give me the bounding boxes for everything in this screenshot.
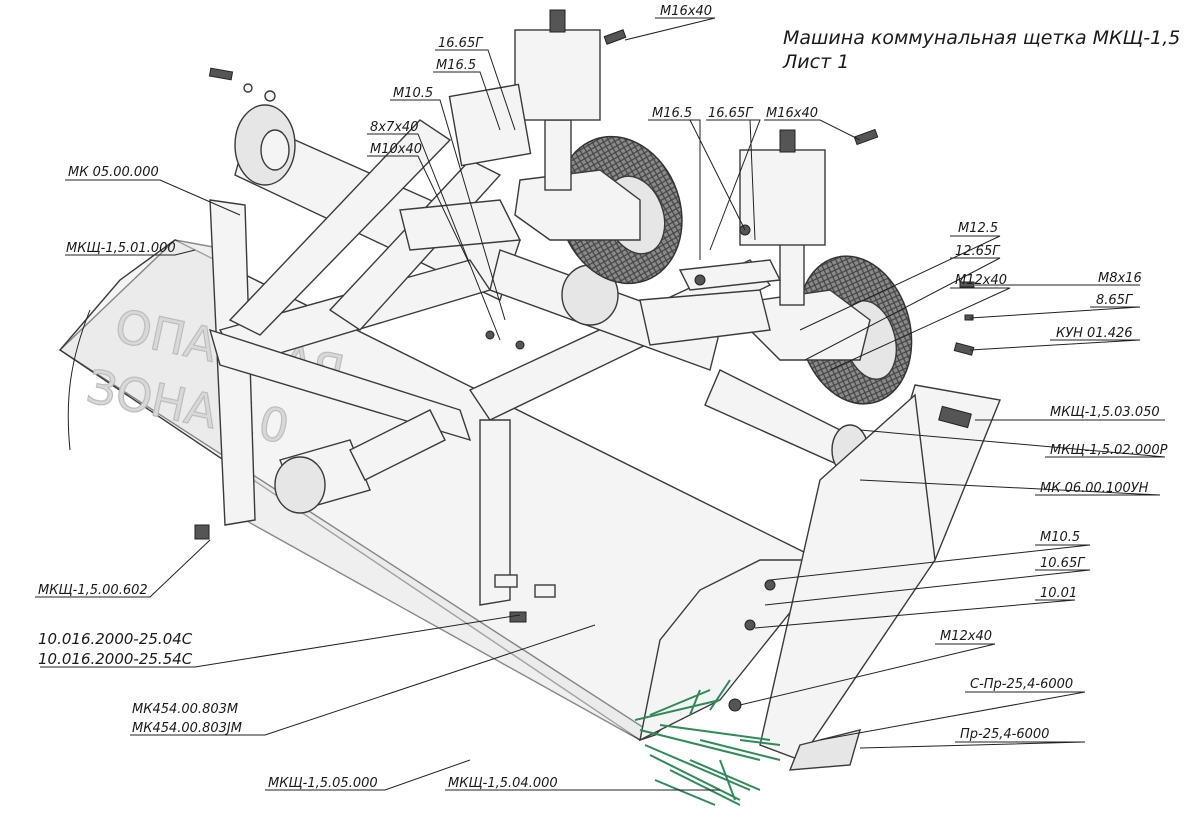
label-mksch-00-602: МКЩ-1,5.00.602: [38, 583, 148, 598]
label-mk-06-00-100un: МК 06.00.100УН: [1040, 481, 1149, 496]
caster-wheel-right: [739, 129, 913, 405]
brush-bristles: [634, 679, 781, 806]
drawing-title: Машина коммунальная щетка МКЩ-1,5: [783, 27, 1180, 49]
label-mksch-04-000: МКЩ-1,5.04.000: [448, 776, 558, 791]
label-m16-5-mid: М16.5: [652, 106, 692, 121]
mounting-plates: [399, 83, 782, 346]
label-m10-5-bottom: М10.5: [1040, 530, 1080, 545]
fasteners: [194, 29, 975, 712]
label-10-65g: 10.65Г: [1040, 556, 1086, 571]
label-10-01: 10.01: [1040, 586, 1077, 601]
label-mksch-02-000r: МКЩ-1,5.02.000Р: [1050, 443, 1168, 458]
label-m12x40-right: М12х40: [955, 273, 1007, 288]
label-8-65g: 8.65Г: [1096, 293, 1134, 308]
label-pin-8x7x40: 8х7х40: [370, 120, 418, 135]
caster-wheel-left: [514, 9, 683, 285]
label-m16x40-top: М16х40: [660, 4, 712, 19]
label-kun-01-426: КУН 01.426: [1056, 326, 1133, 341]
label-m10x40: М10х40: [370, 142, 422, 157]
label-mk454-00-803jm: МК454.00.803ЈМ: [132, 721, 242, 736]
label-mk-05-00-000: МК 05.00.000: [68, 165, 159, 180]
side-guard: [759, 384, 1001, 771]
label-m16-5-left: М16.5: [436, 58, 476, 73]
label-m12x40-bottom: М12х40: [940, 629, 992, 644]
leader-lines: [35, 17, 1166, 791]
label-m16x40-mid: М16х40: [766, 106, 818, 121]
label-code-25-04c: 10.016.2000-25.04С: [38, 630, 193, 648]
label-m12-5: М12.5: [958, 221, 998, 236]
hydraulic-motor: [274, 409, 446, 514]
label-16-65g-mid: 16.65Г: [708, 106, 754, 121]
label-code-25-54c: 10.016.2000-25.54С: [38, 650, 193, 668]
label-s-pr-25-4-6000: С-Пр-25,4-6000: [970, 677, 1073, 692]
label-mksch-01-000: МКЩ-1,5.01.000: [66, 241, 176, 256]
label-mksch-03-050: МКЩ-1,5.03.050: [1050, 405, 1160, 420]
label-m10-5-top: М10.5: [393, 86, 433, 101]
sheet-number: Лист 1: [782, 51, 849, 73]
label-mk454-00-803m: МК454.00.803М: [132, 702, 238, 717]
label-m8x16: М8х16: [1098, 271, 1142, 286]
label-16-65g-left: 16.65Г: [438, 36, 484, 51]
part-labels: М16х40 16.65Г М16.5 М10.5 8х7х40 М10х40 …: [38, 4, 1168, 791]
label-pr-25-4-6000: Пр-25,4-6000: [960, 727, 1049, 742]
label-mksch-05-000: МКЩ-1,5.05.000: [268, 776, 378, 791]
label-12-65g: 12.65Г: [955, 244, 1001, 259]
